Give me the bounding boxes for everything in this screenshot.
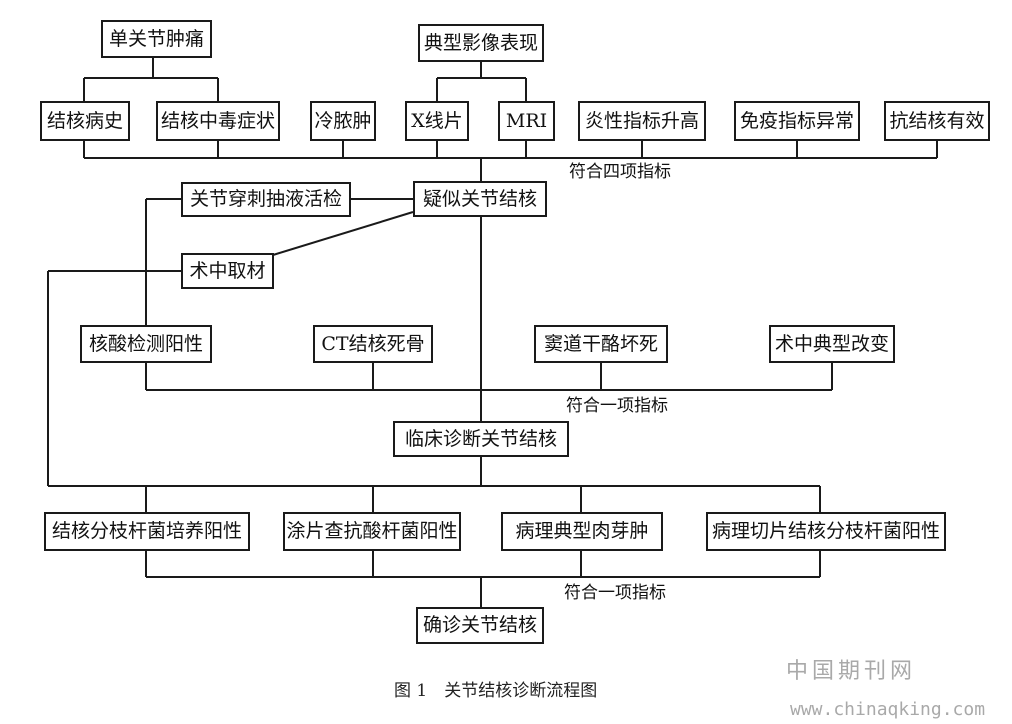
box-anti-tb-effective: 抗结核有效 [884,101,990,141]
box-tb-history: 结核病史 [40,101,130,141]
box-intraop-typical-change: 术中典型改变 [769,325,895,363]
watermark-url: www.chinaqking.com [790,699,986,720]
watermark-site-name: 中国期刊网 [786,659,917,684]
figure-caption: 图 1 关节结核诊断流程图 [394,681,598,701]
label-one-criterion-a: 符合一项指标 [566,396,668,416]
box-inflammatory-markers: 炎性指标升高 [578,101,706,141]
box-culture-positive: 结核分枝杆菌培养阳性 [44,512,250,551]
box-suspected-joint-tb: 疑似关节结核 [413,181,547,217]
box-intraop-sampling: 术中取材 [181,253,274,289]
box-pathology-granuloma: 病理典型肉芽肿 [501,512,663,551]
box-xray: X线片 [405,101,469,141]
box-ct-sequestrum: CT结核死骨 [313,325,433,363]
box-confirmed-joint-tb: 确诊关节结核 [416,607,544,644]
box-tb-toxic-symptoms: 结核中毒症状 [156,101,280,141]
box-smear-positive: 涂片查抗酸杆菌阳性 [283,512,461,551]
label-one-criterion-b: 符合一项指标 [564,583,666,603]
box-nucleic-acid-positive: 核酸检测阳性 [80,325,212,363]
box-clinical-diagnosis: 临床诊断关节结核 [393,421,569,457]
box-cold-abscess: 冷脓肿 [310,101,376,141]
box-pathology-section-positive: 病理切片结核分枝杆菌阳性 [706,512,946,551]
box-single-joint-swelling: 单关节肿痛 [101,20,212,58]
box-typical-imaging: 典型影像表现 [418,24,544,62]
label-four-criteria: 符合四项指标 [569,162,671,182]
box-immune-abnormal: 免疫指标异常 [734,101,860,141]
box-joint-puncture-biopsy: 关节穿刺抽液活检 [181,182,351,217]
box-sinus-caseous-necrosis: 窦道干酪坏死 [534,325,668,363]
box-mri: MRI [498,101,555,141]
